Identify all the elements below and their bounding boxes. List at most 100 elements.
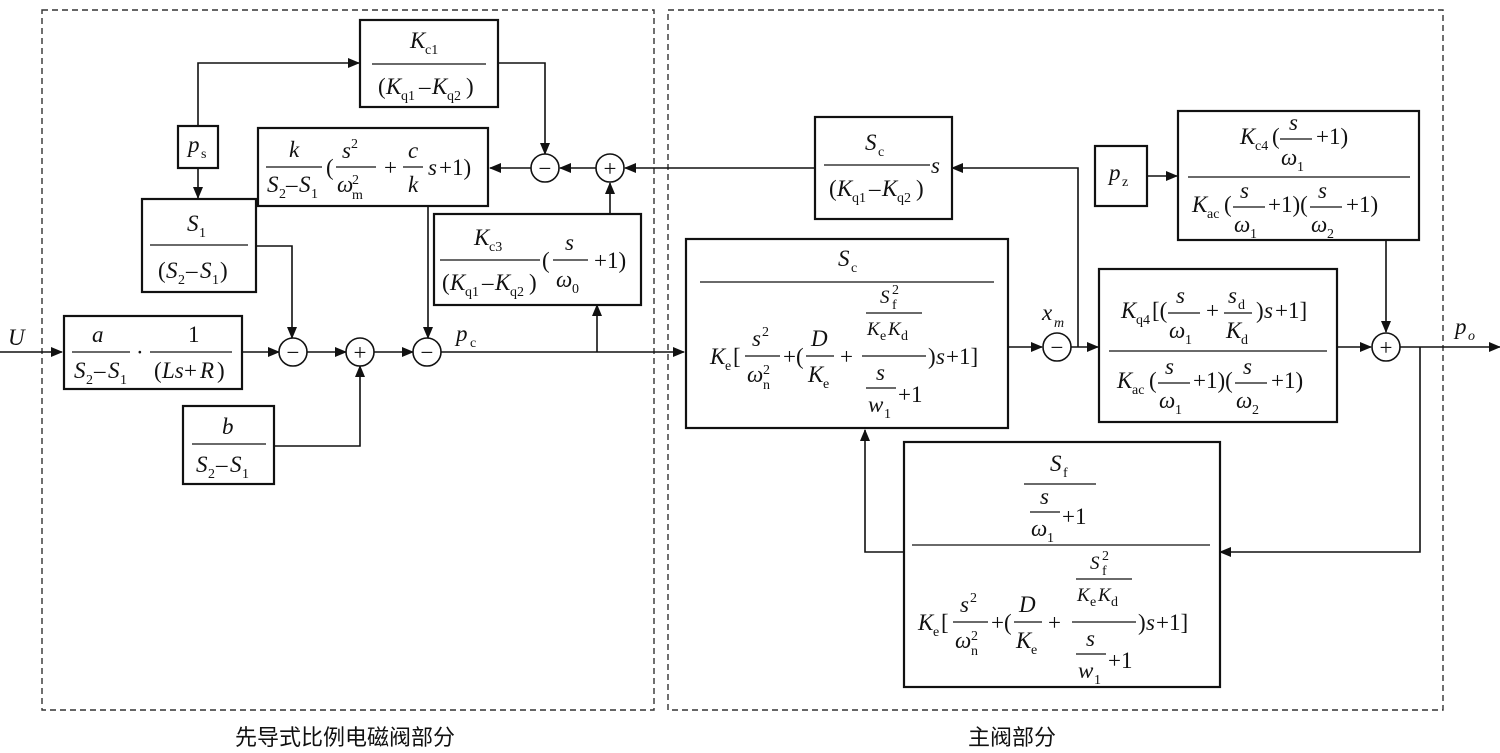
svg-text:K: K — [431, 74, 449, 99]
svg-text:+1: +1 — [1062, 504, 1086, 529]
svg-text:2: 2 — [208, 467, 215, 482]
svg-text:c: c — [851, 261, 857, 276]
svg-text:K: K — [409, 28, 427, 53]
svg-text:+1: +1 — [898, 382, 922, 407]
svg-text:d: d — [901, 329, 908, 344]
svg-text:(: ( — [1149, 368, 1157, 393]
svg-text:s: s — [876, 360, 885, 385]
svg-text:K: K — [494, 270, 512, 295]
svg-text:e: e — [1031, 643, 1037, 658]
svg-text:S: S — [880, 287, 890, 308]
svg-text:2: 2 — [762, 325, 769, 340]
svg-text:S: S — [200, 258, 212, 283]
svg-text:c1: c1 — [425, 43, 438, 58]
svg-text:ω: ω — [1311, 212, 1327, 237]
svg-text:): ) — [928, 344, 936, 369]
svg-text:S: S — [299, 172, 311, 197]
svg-text:1: 1 — [188, 322, 200, 347]
svg-text:s: s — [1243, 354, 1252, 379]
svg-text:ac: ac — [1132, 383, 1144, 398]
svg-text:2: 2 — [1327, 227, 1334, 242]
svg-text:0: 0 — [572, 282, 579, 297]
svg-text:ac: ac — [1207, 207, 1219, 222]
svg-text:(: ( — [442, 270, 450, 295]
svg-text:2: 2 — [1252, 403, 1259, 418]
svg-text:q2: q2 — [510, 285, 524, 300]
svg-text:s: s — [1040, 484, 1049, 509]
svg-text:m: m — [1054, 316, 1064, 331]
svg-text:–: – — [868, 176, 881, 201]
svg-text:S: S — [1050, 451, 1062, 476]
svg-text:[(: [( — [1152, 298, 1167, 323]
svg-text:S: S — [1090, 553, 1100, 574]
svg-text:(: ( — [158, 258, 166, 283]
svg-text:c4: c4 — [1255, 139, 1268, 154]
svg-text:+1]: +1] — [1156, 610, 1188, 635]
svg-text:2: 2 — [279, 187, 286, 202]
svg-text:+(: +( — [783, 344, 804, 369]
svg-text:+1)(: +1)( — [1193, 368, 1233, 393]
svg-text:1: 1 — [199, 226, 206, 241]
svg-text:p: p — [454, 321, 468, 346]
svg-text:x: x — [1041, 300, 1053, 325]
svg-text:): ) — [217, 358, 225, 383]
svg-text:K: K — [1239, 124, 1257, 149]
svg-text:R: R — [199, 358, 214, 383]
svg-text:1: 1 — [1175, 403, 1182, 418]
svg-text:1: 1 — [242, 467, 249, 482]
svg-text:): ) — [220, 258, 228, 283]
pz-block: p z — [1093, 144, 1149, 208]
svg-text:2: 2 — [763, 363, 770, 378]
pilot-section-caption: 先导式比例电磁阀部分 — [235, 726, 455, 751]
svg-text:+: + — [1206, 298, 1219, 323]
svg-text:): ) — [916, 176, 924, 201]
svg-text:ω: ω — [1234, 212, 1250, 237]
svg-text:[: [ — [941, 610, 949, 635]
svg-text:s: s — [1289, 110, 1298, 135]
svg-text:(: ( — [829, 176, 837, 201]
sum-a — [278, 337, 308, 367]
svg-text:a: a — [92, 322, 104, 347]
svg-text:2: 2 — [970, 591, 977, 606]
svg-text:s: s — [931, 153, 940, 178]
svg-text:1: 1 — [1297, 160, 1304, 175]
svg-text:s: s — [1228, 283, 1237, 308]
svg-text:ω: ω — [747, 362, 763, 387]
svg-text:–: – — [481, 270, 494, 295]
svg-text:–: – — [93, 358, 106, 383]
svg-text:K: K — [881, 176, 899, 201]
svg-text:K: K — [1116, 368, 1134, 393]
svg-text:s: s — [1086, 626, 1095, 651]
svg-text:e: e — [933, 625, 939, 640]
svg-text:): ) — [1256, 298, 1264, 323]
svg-text:K: K — [1015, 628, 1033, 653]
svg-text:S: S — [196, 452, 208, 477]
pc-label: p c — [454, 321, 476, 351]
svg-text:+: + — [384, 155, 397, 180]
svg-text:ω: ω — [1236, 388, 1252, 413]
signal-wires — [0, 58, 1500, 557]
svg-text:+1): +1) — [1346, 192, 1378, 217]
svg-text:1: 1 — [884, 407, 891, 422]
svg-text:c: c — [408, 138, 418, 163]
svg-text:(: ( — [1272, 124, 1280, 149]
svg-text:1: 1 — [1185, 333, 1192, 348]
pilot-valve-frame — [41, 9, 655, 711]
svg-text:s: s — [1318, 178, 1327, 203]
svg-text:+(: +( — [991, 610, 1012, 635]
svg-text:K: K — [449, 270, 467, 295]
svg-text:ω: ω — [1281, 145, 1297, 170]
svg-text:K: K — [1076, 585, 1091, 606]
svg-text:s: s — [565, 230, 574, 255]
svg-text:+1): +1) — [1316, 124, 1348, 149]
svg-text:+1]: +1] — [946, 344, 978, 369]
svg-text:1: 1 — [1250, 227, 1257, 242]
svg-text:ω: ω — [1031, 516, 1047, 541]
svg-text:s: s — [428, 155, 437, 180]
svg-text:k: k — [408, 172, 419, 197]
sum-b — [345, 337, 375, 367]
